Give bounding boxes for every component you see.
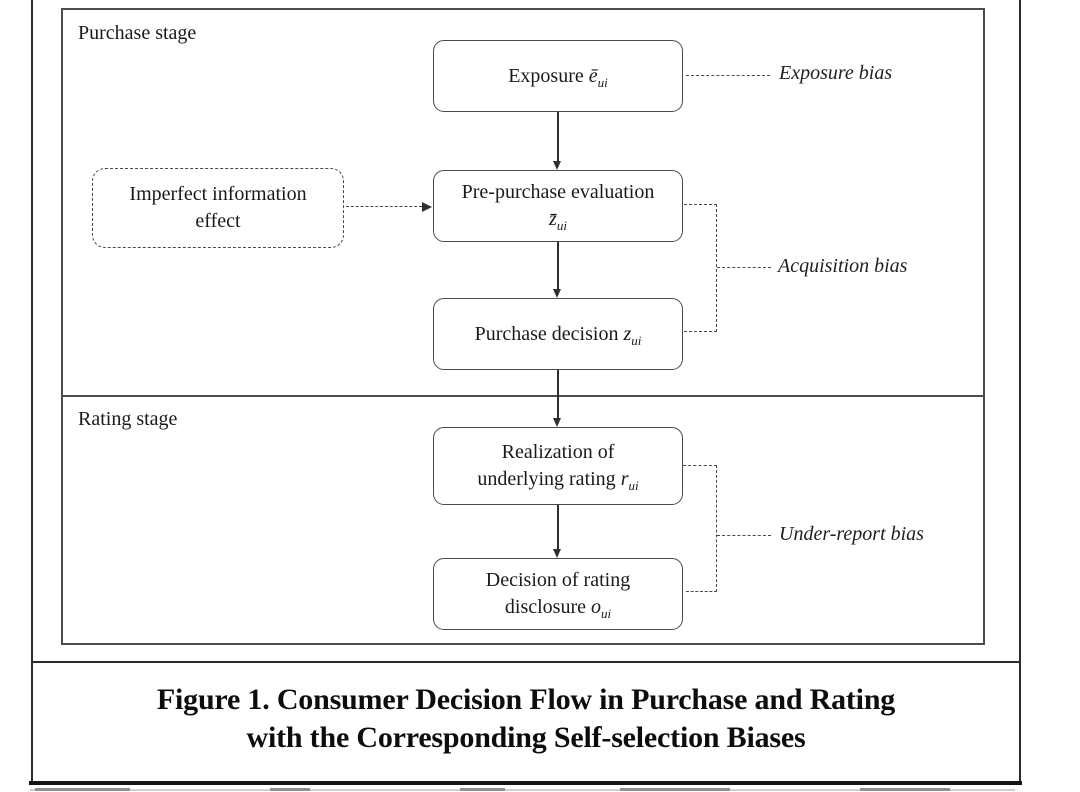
disclosure-symbol-sub: ui (600, 606, 612, 621)
imperfect-effect-dashed-arrow-line (346, 206, 422, 207)
purchase-decision-node: Purchase decision zui (433, 298, 683, 370)
arrow-decision-to-realization-head (553, 418, 561, 427)
disclosure-line1: Decision of rating (485, 569, 631, 591)
cropped-next-row-text (270, 788, 310, 791)
arrow-exposure-to-prepurchase-line (557, 112, 559, 162)
acquisition-bias-dashed-line (717, 267, 771, 268)
purchase-decision-label: Purchase decision zui (475, 321, 642, 348)
pre-purchase-node: Pre-purchase evaluation z̄ui (433, 170, 683, 242)
arrow-decision-to-realization-line (557, 370, 559, 419)
realization-symbol: rui (620, 468, 639, 493)
arrow-prepurchase-to-decision-head (553, 289, 561, 298)
exposure-symbol-sub: ui (597, 74, 608, 90)
exposure-bias-dashed-line (686, 75, 770, 76)
pre-purchase-line1: Pre-purchase evaluation (461, 181, 655, 203)
purchase-stage-label: Purchase stage (78, 22, 197, 44)
realization-symbol-main: r (620, 468, 629, 490)
arrow-prepurchase-to-decision-line (557, 242, 559, 290)
imperfect-information-line1: Imperfect information (129, 183, 307, 205)
pre-purchase-symbol-main: z̄ (549, 208, 557, 230)
exposure-bias-label: Exposure bias (779, 62, 893, 84)
cropped-next-row-text (620, 788, 730, 791)
cropped-next-row-text (460, 788, 505, 791)
purchase-decision-symbol: zui (623, 322, 642, 348)
under-report-bracket-top (683, 465, 717, 466)
cropped-next-row-text (860, 788, 950, 791)
acquisition-bracket-bottom (684, 331, 717, 332)
outer-frame-bottom-border (29, 781, 1022, 785)
under-report-bias-dashed-line (717, 535, 771, 536)
outer-frame-left-border (31, 0, 33, 784)
cropped-next-row-baseline (30, 789, 1015, 791)
exposure-symbol: ēui (588, 64, 608, 90)
disclosure-node: Decision of rating disclosure oui (433, 558, 683, 630)
imperfect-information-node: Imperfect information effect (92, 168, 344, 248)
rating-stage-label: Rating stage (78, 408, 178, 430)
figure-caption: Figure 1. Consumer Decision Flow in Purc… (33, 681, 1019, 757)
caption-row-divider (31, 661, 1021, 663)
pre-purchase-line2: z̄ui (549, 206, 567, 233)
exposure-symbol-main: ē (588, 64, 598, 87)
exposure-node-text: Exposure (508, 64, 589, 87)
figure-caption-line2: with the Corresponding Self-selection Bi… (246, 721, 806, 754)
arrow-realization-to-disclosure-line (557, 505, 559, 550)
exposure-node: Exposure ēui (433, 40, 683, 112)
stage-divider-line (63, 395, 983, 397)
disclosure-symbol-main: o (590, 596, 601, 618)
outer-frame-right-border (1019, 0, 1021, 784)
cropped-next-row-text (35, 788, 130, 791)
pre-purchase-symbol-sub: ui (556, 218, 567, 233)
purchase-decision-symbol-sub: ui (631, 332, 642, 348)
arrow-exposure-to-prepurchase-head (553, 161, 561, 170)
figure-caption-line1: Figure 1. Consumer Decision Flow in Purc… (156, 683, 896, 716)
disclosure-line2-text: disclosure (504, 596, 591, 618)
acquisition-bracket-vertical (716, 204, 717, 332)
realization-line2: underlying rating rui (477, 466, 638, 493)
disclosure-line2: disclosure oui (505, 594, 611, 621)
imperfect-effect-dashed-arrow-head (422, 202, 432, 212)
purchase-decision-symbol-main: z (623, 322, 632, 345)
realization-symbol-sub: ui (628, 478, 639, 493)
realization-line1: Realization of (501, 441, 615, 463)
pre-purchase-symbol: z̄ui (549, 208, 567, 233)
realization-node: Realization of underlying rating rui (433, 427, 683, 505)
under-report-bracket-bottom (686, 591, 717, 592)
exposure-node-label: Exposure ēui (508, 63, 608, 90)
purchase-decision-text: Purchase decision (474, 322, 624, 345)
under-report-bias-label: Under-report bias (779, 523, 924, 545)
imperfect-information-line2: effect (195, 210, 241, 232)
disclosure-symbol: oui (590, 596, 612, 621)
realization-line2-text: underlying rating (477, 468, 621, 490)
flowchart-frame (61, 8, 985, 645)
acquisition-bracket-top (684, 204, 717, 205)
arrow-realization-to-disclosure-head (553, 549, 561, 558)
acquisition-bias-label: Acquisition bias (778, 255, 908, 277)
under-report-bracket-vertical (716, 465, 717, 592)
